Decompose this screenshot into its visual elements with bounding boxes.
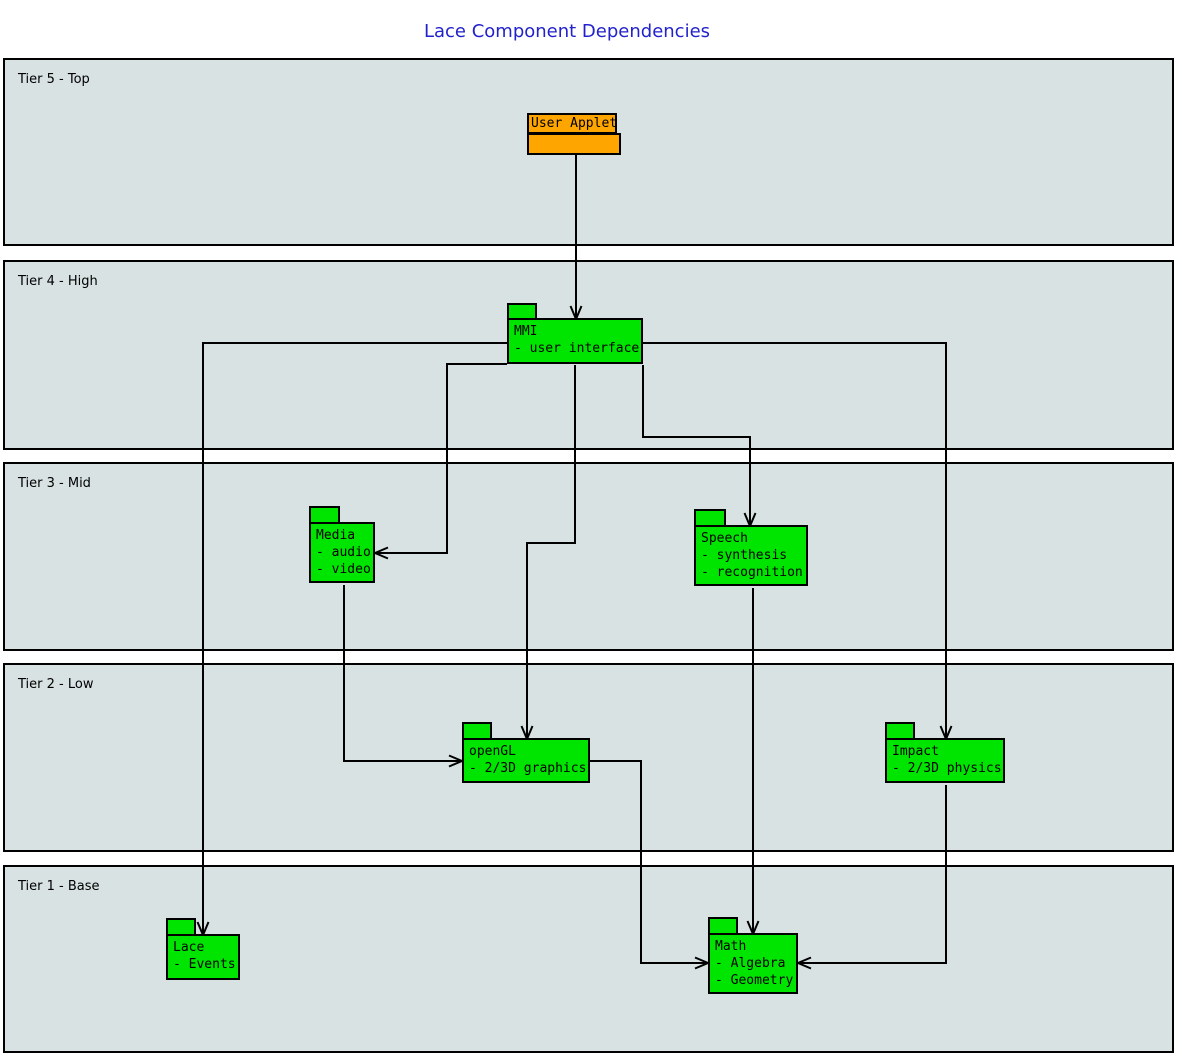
edge-mmi-to-speech <box>642 365 757 529</box>
diagram-title: Lace Component Dependencies <box>423 21 711 42</box>
component-opengl: openGL - 2/3D graphics <box>462 738 590 783</box>
edge-opengl-to-math <box>590 760 711 970</box>
component-impact: Impact - 2/3D physics <box>885 738 1005 783</box>
tier-label-tier3: Tier 3 - Mid <box>18 476 91 491</box>
edge-mmi-to-media <box>372 363 507 560</box>
edge-userapplet-to-mmi <box>569 154 583 322</box>
tier-label-tier4: Tier 4 - High <box>18 274 98 289</box>
component-lace: Lace - Events <box>166 934 240 980</box>
tier-label-tier5: Tier 5 - Top <box>18 72 90 87</box>
component-math: Math - Algebra - Geometry <box>708 933 798 994</box>
edge-mmi-to-opengl <box>520 365 576 742</box>
component-user-applet <box>527 133 621 155</box>
arrowhead-icon <box>795 956 812 970</box>
edge-mmi-to-lace <box>196 342 507 938</box>
edge-impact-to-math <box>795 785 947 970</box>
edge-media-to-opengl <box>343 585 465 768</box>
edge-speech-to-math <box>746 588 760 937</box>
component-mmi: MMI - user interface <box>507 318 643 364</box>
component-speech: Speech - synthesis - recognition <box>694 525 808 586</box>
component-user-applet-label: User Applet <box>527 113 617 134</box>
arrowhead-icon <box>372 546 389 560</box>
tier-label-tier1: Tier 1 - Base <box>18 879 100 894</box>
tier-label-tier2: Tier 2 - Low <box>18 677 94 692</box>
tier-band-tier1: Tier 1 - Base <box>3 865 1174 1053</box>
component-media: Media - audio - video <box>309 522 375 583</box>
tier-band-tier3: Tier 3 - Mid <box>3 462 1174 651</box>
